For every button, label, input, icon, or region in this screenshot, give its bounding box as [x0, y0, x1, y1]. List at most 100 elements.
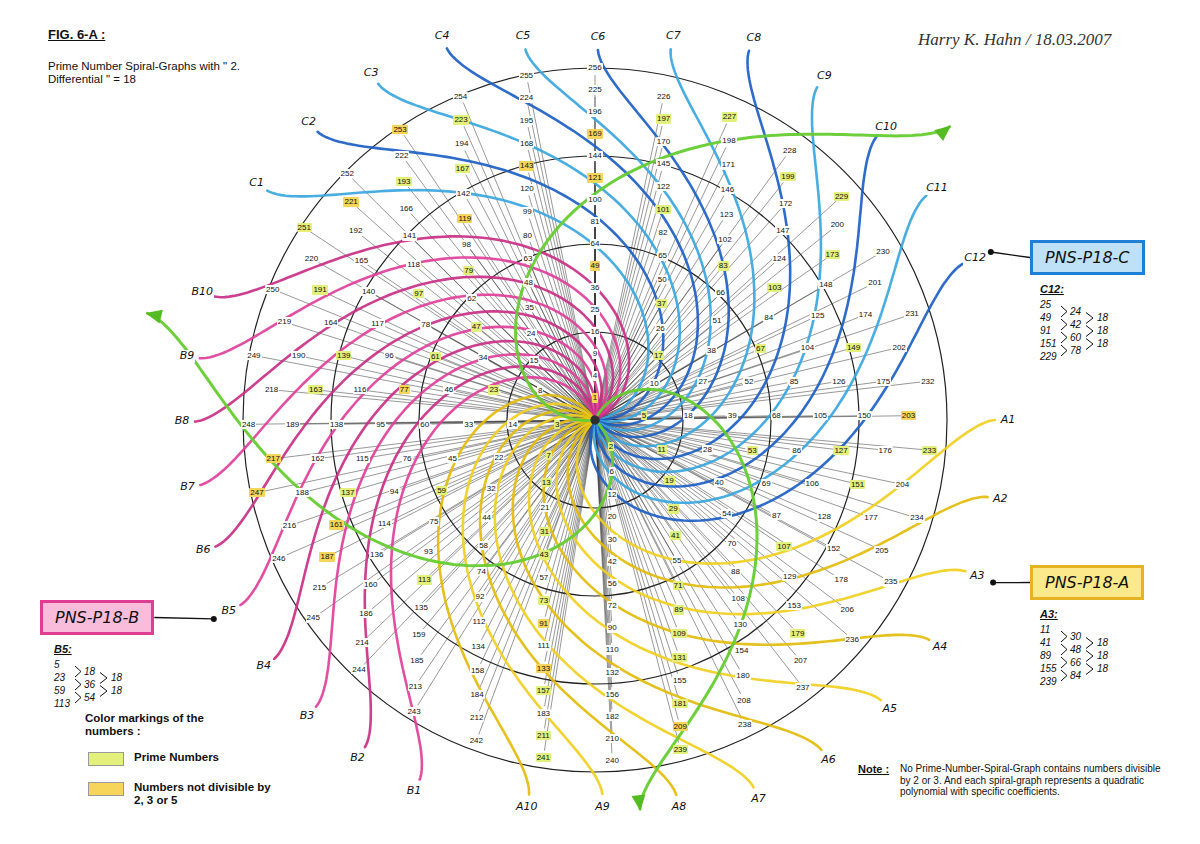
spiral-number: 162 — [310, 454, 325, 463]
difference-bracket — [1086, 651, 1093, 662]
radial-spoke — [595, 255, 877, 420]
spiral-number: 255 — [519, 71, 534, 80]
radial-spoke — [595, 194, 661, 421]
spiral-number: 1 — [592, 393, 598, 402]
graph-label: B6 — [195, 544, 212, 557]
spiral-number: 58 — [478, 541, 489, 550]
spiral-graph — [463, 404, 603, 794]
note-heading: Note : — [858, 763, 889, 776]
spiral-number: 133 — [536, 664, 551, 673]
spiral-number: 191 — [312, 285, 327, 294]
spiral-number: 36 — [590, 283, 601, 292]
leader-line — [993, 582, 1030, 583]
spiral-number: 46 — [443, 385, 454, 394]
callout-number: 59 — [54, 685, 65, 697]
spiral-number: 21 — [540, 503, 551, 512]
spiral-number: 199 — [780, 172, 795, 181]
radial-spoke — [264, 420, 595, 491]
spiral-number: 33 — [463, 420, 474, 429]
graph-label: A10 — [515, 801, 539, 814]
spiral-number: 216 — [282, 521, 297, 530]
graph-label: C7 — [665, 30, 682, 43]
spiral-number: 83 — [718, 261, 729, 270]
spiral-number: 155 — [672, 676, 687, 685]
spiral-number: 141 — [402, 231, 417, 240]
spiral-number: 68 — [771, 411, 782, 420]
spiral-graph — [216, 311, 602, 546]
spiral-number: 202 — [891, 343, 906, 352]
spiral-number: 54 — [721, 509, 732, 518]
first-difference: 18 — [84, 666, 95, 678]
callout-number: 239 — [1040, 676, 1057, 688]
radial-spoke — [544, 420, 595, 751]
first-difference: 84 — [1070, 670, 1081, 682]
radial-spoke — [595, 420, 678, 720]
callout-number: 229 — [1040, 351, 1057, 363]
spiral-number: 127 — [833, 446, 848, 455]
spiral-number: 56 — [607, 579, 618, 588]
spiral-number: 73 — [538, 596, 549, 605]
spiral-number: 96 — [384, 351, 395, 360]
arrowhead — [632, 794, 646, 811]
spiral-number: 41 — [670, 531, 681, 540]
leader-line — [991, 252, 1030, 258]
difference-bracket — [1086, 313, 1093, 324]
spiral-number: 243 — [406, 707, 421, 716]
spiral-number: 3 — [554, 420, 560, 429]
spiral-number: 148 — [818, 280, 833, 289]
difference-bracket — [75, 679, 81, 690]
spiral-number: 254 — [453, 92, 468, 101]
turn-circle — [243, 68, 947, 772]
spiral-number: 108 — [730, 594, 745, 603]
figure-title: FIG. 6-A : — [48, 28, 105, 43]
spiral-number: 2 — [608, 442, 614, 451]
second-difference: 18 — [1097, 663, 1108, 675]
first-difference: 60 — [1070, 332, 1081, 344]
radial-spoke — [595, 171, 662, 420]
spiral-number: 8 — [537, 386, 543, 395]
radial-spoke — [595, 420, 796, 655]
spiral-number: 137 — [340, 488, 355, 497]
spiral-number: 247 — [249, 488, 264, 497]
radial-spoke — [463, 103, 595, 420]
graph-label: C12 — [963, 252, 987, 265]
spiral-number: 209 — [673, 722, 688, 731]
spiral-number: 121 — [587, 173, 602, 182]
spiral-number: 71 — [673, 581, 684, 590]
spiral-number: 168 — [519, 139, 534, 148]
spiral-number: 222 — [394, 151, 409, 160]
spiral-number: 195 — [519, 116, 534, 125]
callout-number: 151 — [1040, 338, 1057, 350]
spiral-number: 79 — [463, 266, 474, 275]
spiral-number: 126 — [831, 377, 846, 386]
spiral-number: 50 — [657, 275, 668, 284]
spiral-number: 140 — [361, 287, 376, 296]
spiral-number: 215 — [312, 583, 327, 592]
spiral-number: 16 — [590, 327, 601, 336]
spiral-number: 204 — [895, 480, 910, 489]
callout-number: 5 — [54, 659, 60, 671]
spiral-number: 185 — [409, 656, 424, 665]
spiral-graph — [513, 419, 821, 750]
spiral-number: 236 — [845, 635, 860, 644]
radial-spoke — [595, 286, 869, 420]
spiral-graph — [438, 395, 591, 795]
spiral-number: 245 — [306, 613, 321, 622]
difference-bracket — [1086, 326, 1093, 337]
graph-label: C9 — [816, 70, 833, 83]
spiral-number: 142 — [456, 189, 471, 198]
spiral-number: 114 — [377, 519, 392, 528]
spiral-number: 30 — [607, 535, 618, 544]
spiral-graph — [525, 49, 710, 430]
graph-label: C11 — [925, 182, 949, 195]
graph-label: C10 — [874, 121, 898, 134]
graph-label: A2 — [992, 493, 1009, 506]
spiral-number: 177 — [863, 513, 878, 522]
legend-heading: Color markings of the numbers : — [85, 712, 210, 738]
first-difference: 48 — [1070, 644, 1081, 656]
callout-number: 89 — [1040, 650, 1051, 662]
spiral-number: 182 — [605, 712, 620, 721]
spiral-number: 67 — [755, 344, 766, 353]
graph-family-box: PNS-P18-A — [1030, 565, 1144, 600]
spiral-number: 87 — [771, 511, 782, 520]
